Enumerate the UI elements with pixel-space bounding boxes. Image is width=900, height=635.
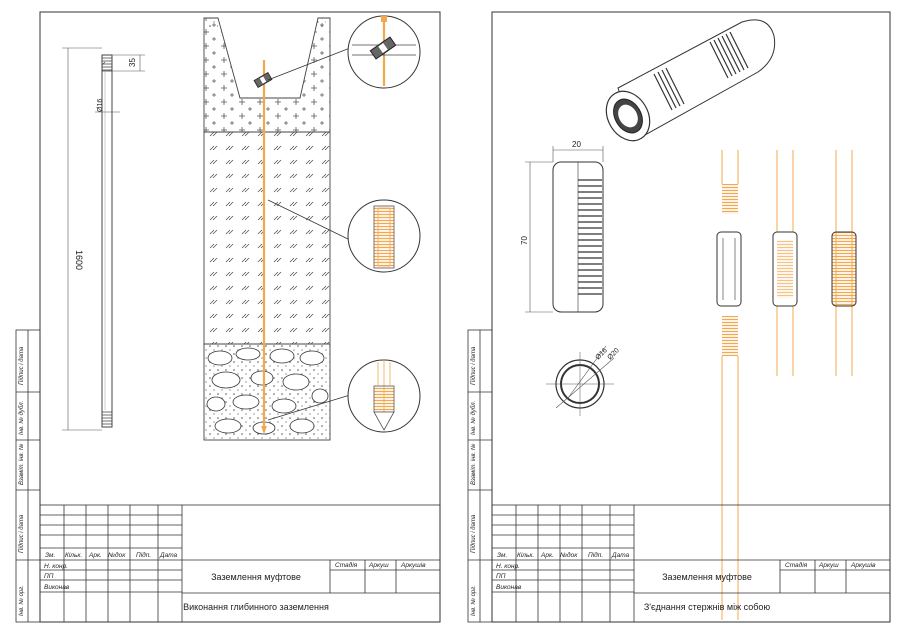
col-header-2-4: №док <box>560 551 578 559</box>
row-label-2-1: Н. конр. <box>496 563 520 570</box>
side-label-2: Інв. № дубл. <box>18 401 25 435</box>
stage-header-2-2: Аркуш <box>818 562 839 569</box>
col-header-1: Зм. <box>45 552 55 559</box>
sheet-1-subtitle: Виконання глибинного заземлення <box>183 602 329 612</box>
rod-length-dimension: 1600 <box>74 250 84 270</box>
side-label-2-4: Підпис і дата <box>471 514 477 553</box>
col-header-2-2: Кільк. <box>517 551 534 559</box>
sheet-1-title: Заземлення муфтове <box>211 572 301 582</box>
side-label-2-5: Інв. № орг. <box>470 585 477 616</box>
col-header-5: Підп. <box>136 551 151 559</box>
stage-header-2-1: Стадія <box>785 561 808 569</box>
row-label-2: ПП <box>44 573 54 580</box>
side-stamp-2 <box>467 329 493 623</box>
sheet-2-title: Заземлення муфтове <box>662 572 752 582</box>
side-stamp <box>15 329 41 623</box>
col-header-2-1: Зм. <box>497 552 507 559</box>
side-label-4: Підпис і дата <box>19 514 25 553</box>
row-label-1: Н. конр. <box>44 563 68 570</box>
grounding-rod-drawing: 35 Ø16 1600 <box>62 47 145 431</box>
side-label-5: Інв. № орг. <box>18 585 25 616</box>
title-block <box>39 504 441 623</box>
sheet-2-frame <box>491 11 891 623</box>
sheet-2: 20 70 Ø16 Ø20 <box>467 11 891 623</box>
col-header-3: Арк. <box>88 552 102 559</box>
side-label-2-2: Інв. № дубл. <box>470 401 477 435</box>
col-header-4: №док <box>108 551 126 559</box>
col-header-2-6: Дата <box>611 552 630 559</box>
row-label-2-3: Виконав <box>496 584 522 591</box>
side-label-3: Взаміт. інв. № <box>18 443 25 485</box>
coupling-height-dimension: 70 <box>520 236 529 245</box>
detail-coupling <box>347 199 421 273</box>
stage-header-1: Стадія <box>335 561 358 569</box>
coupling-3d <box>605 19 776 142</box>
assembly-sequence <box>716 150 857 620</box>
side-label-1: Підпис і дата <box>19 346 25 385</box>
coupling-front-view: 20 70 <box>520 140 604 313</box>
col-header-2-3: Арк. <box>540 552 554 559</box>
sheet-1: 35 Ø16 1600 <box>15 11 441 623</box>
coupling-section-view: Ø16 Ø20 <box>546 345 621 416</box>
stage-header-2-3: Аркушів <box>850 561 876 569</box>
soil-section <box>203 17 351 441</box>
detail-tip <box>347 359 421 433</box>
sheet-2-subtitle: З'єднання стержнів між собою <box>644 602 771 612</box>
coupling-width-dimension: 20 <box>572 140 581 149</box>
thread-dimension: 35 <box>128 58 137 67</box>
col-header-2-5: Підп. <box>588 551 603 559</box>
col-header-2: Кільк. <box>65 551 82 559</box>
side-label-2-3: Взаміт. інв. № <box>470 443 477 485</box>
row-label-3: Виконав <box>44 584 70 591</box>
detail-driver <box>347 15 421 89</box>
stage-header-2: Аркуш <box>368 562 389 569</box>
rod-diameter-label: Ø16 <box>97 99 104 112</box>
row-label-2-2: ПП <box>496 573 506 580</box>
col-header-6: Дата <box>159 552 178 559</box>
stage-header-3: Аркушів <box>400 561 426 569</box>
side-label-2-1: Підпис і дата <box>471 346 477 385</box>
title-block-2 <box>491 504 891 623</box>
